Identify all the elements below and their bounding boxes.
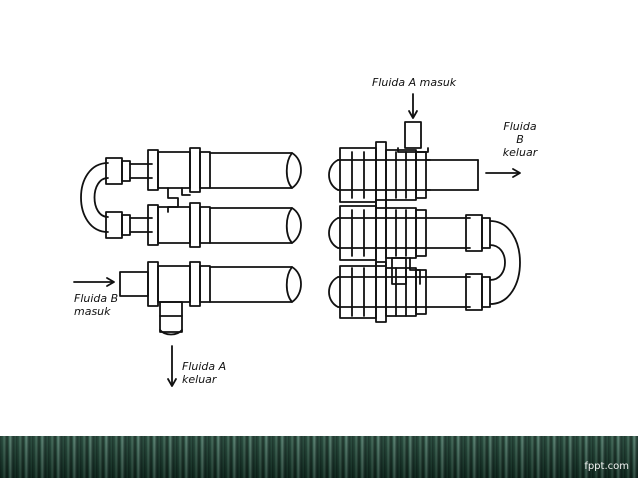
label-fluid-b-out-line1: Fluida [503, 120, 537, 133]
right-pipe-row-2 [328, 199, 491, 267]
label-fluid-a-out-line2: keluar [182, 373, 217, 386]
left-pipe-row-1 [129, 147, 302, 193]
label-fluid-b-in-line2: masuk [74, 305, 111, 318]
label-fluid-b-out-line3: keluar [502, 146, 538, 159]
arrow-fluid-a-out [167, 345, 177, 387]
label-fluid-b-out-line2: B [516, 133, 524, 146]
right-return-bend [489, 220, 521, 305]
left-return-bend [80, 157, 131, 239]
label-fluid-b-out: Fluida B keluar [500, 120, 540, 159]
brand-label: fppt.com [584, 461, 629, 472]
double-pipe-heat-exchanger-diagram [73, 93, 521, 387]
right-pipe-row-1 [328, 141, 479, 209]
arrow-fluid-b-in [73, 277, 115, 287]
label-fluid-a-in: Fluida A masuk [372, 76, 457, 89]
label-fluid-b-in: Fluida B masuk [74, 292, 118, 318]
left-connector-1-2 [167, 187, 191, 213]
arrow-fluid-b-out [485, 168, 521, 178]
footer-bar: fppt.com [0, 436, 638, 478]
label-fluid-a-out: Fluida A keluar [182, 360, 226, 386]
arrow-fluid-a-in [408, 93, 418, 119]
label-fluid-b-in-line1: Fluida B [74, 292, 119, 305]
right-inlet-nozzle [397, 121, 429, 153]
label-fluid-a-out-line1: Fluida A [182, 360, 227, 373]
left-pipe-row-3 [119, 261, 302, 336]
left-pipe-row-2 [129, 202, 302, 248]
right-pipe-row-3 [328, 261, 491, 323]
